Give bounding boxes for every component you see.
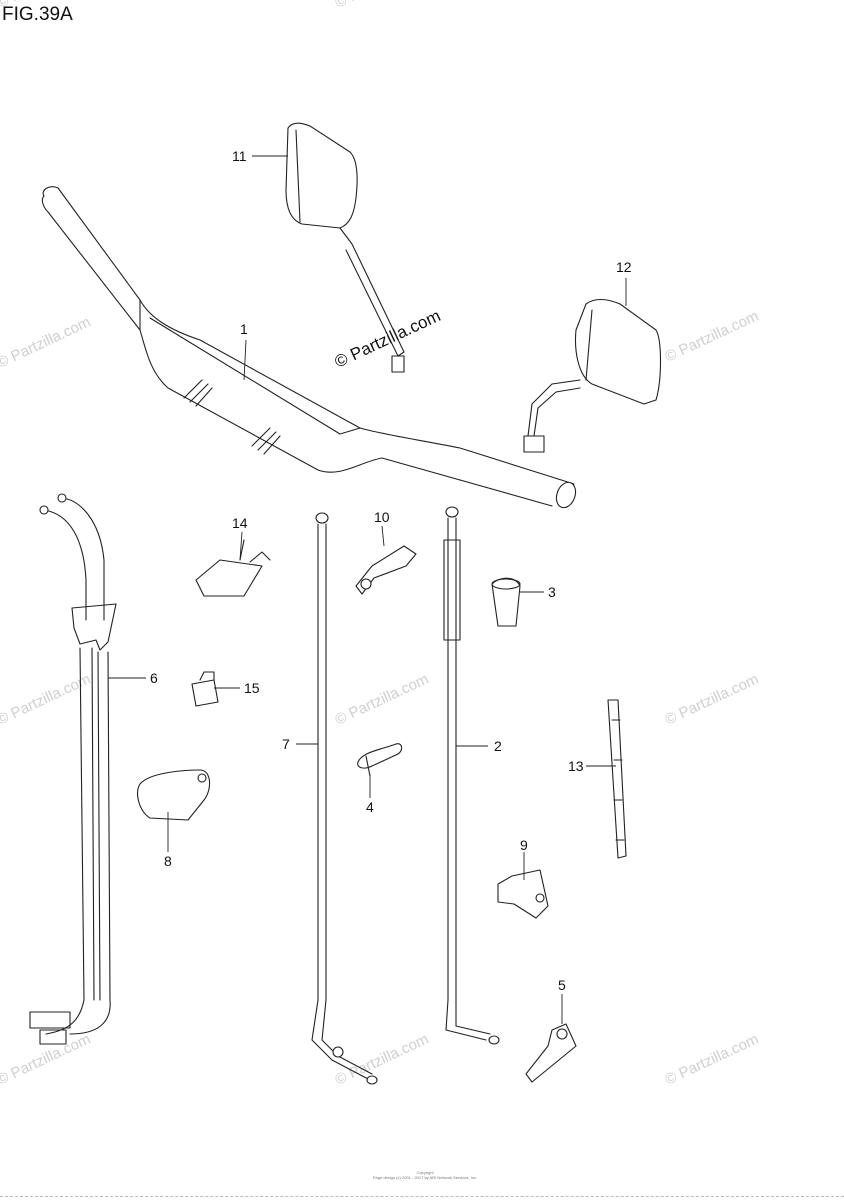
figure-title: FIG.39A xyxy=(2,4,73,25)
clamp-15 xyxy=(191,671,219,707)
clip-4 xyxy=(357,743,403,777)
callout-14: 14 xyxy=(232,515,248,531)
handlebar xyxy=(41,186,577,509)
watermark: © Partzilla.com xyxy=(333,0,432,12)
callout-12: 12 xyxy=(616,259,632,275)
watermark: © Partzilla.com xyxy=(0,1031,93,1089)
watermark: © Partzilla.com xyxy=(333,671,432,729)
watermark: © Partzilla.com xyxy=(0,314,93,372)
leader-lines xyxy=(108,155,627,1024)
callout-10: 10 xyxy=(374,509,390,525)
grip-3 xyxy=(491,577,521,627)
mirror-right xyxy=(523,298,661,453)
throttle-cable-assy xyxy=(29,493,117,1045)
callout-8: 8 xyxy=(164,853,172,869)
callout-4: 4 xyxy=(366,799,374,815)
watermark: © Partzilla.com xyxy=(0,671,93,729)
callout-3: 3 xyxy=(548,584,556,600)
footer: Copyright Page design (c) 2001 - 2017 by… xyxy=(340,1170,510,1180)
watermark: © Partzilla.com xyxy=(663,1031,762,1089)
watermark: © Partzilla.com xyxy=(0,0,93,12)
cable-7 xyxy=(311,512,378,1085)
watermark-layer: © Partzilla.com © Partzilla.com © Partzi… xyxy=(0,0,761,1089)
callout-11: 11 xyxy=(232,148,247,164)
mirror-left xyxy=(285,122,405,373)
bracket-9 xyxy=(497,869,549,919)
callout-15: 15 xyxy=(244,680,260,696)
clutch-cable xyxy=(443,506,500,1045)
footer-copyright: Copyright xyxy=(416,1170,434,1175)
callout-6: 6 xyxy=(150,670,158,686)
watermark: © Partzilla.com xyxy=(663,308,762,366)
clamp-8 xyxy=(137,769,211,821)
bracket-10 xyxy=(355,545,417,595)
callout-1: 1 xyxy=(240,321,248,337)
watermark: © Partzilla.com xyxy=(333,1031,432,1089)
callout-9: 9 xyxy=(520,837,528,853)
callout-2: 2 xyxy=(494,738,502,754)
callout-7: 7 xyxy=(282,736,290,752)
footer-page-design: Page design (c) 2001 - 2017 by ARI Netwo… xyxy=(372,1175,478,1180)
cable-tie-13 xyxy=(607,699,627,859)
callout-13: 13 xyxy=(568,758,584,774)
holder-5 xyxy=(525,1023,577,1083)
clip-14 xyxy=(195,539,271,597)
watermark: © Partzilla.com xyxy=(663,671,762,729)
callout-labels: 11 1 12 14 10 3 6 15 7 2 4 13 8 9 5 xyxy=(150,148,632,993)
callout-5: 5 xyxy=(558,977,566,993)
watermark-center: © Partzilla.com xyxy=(332,306,444,372)
page-bottom-rule xyxy=(0,1196,844,1197)
